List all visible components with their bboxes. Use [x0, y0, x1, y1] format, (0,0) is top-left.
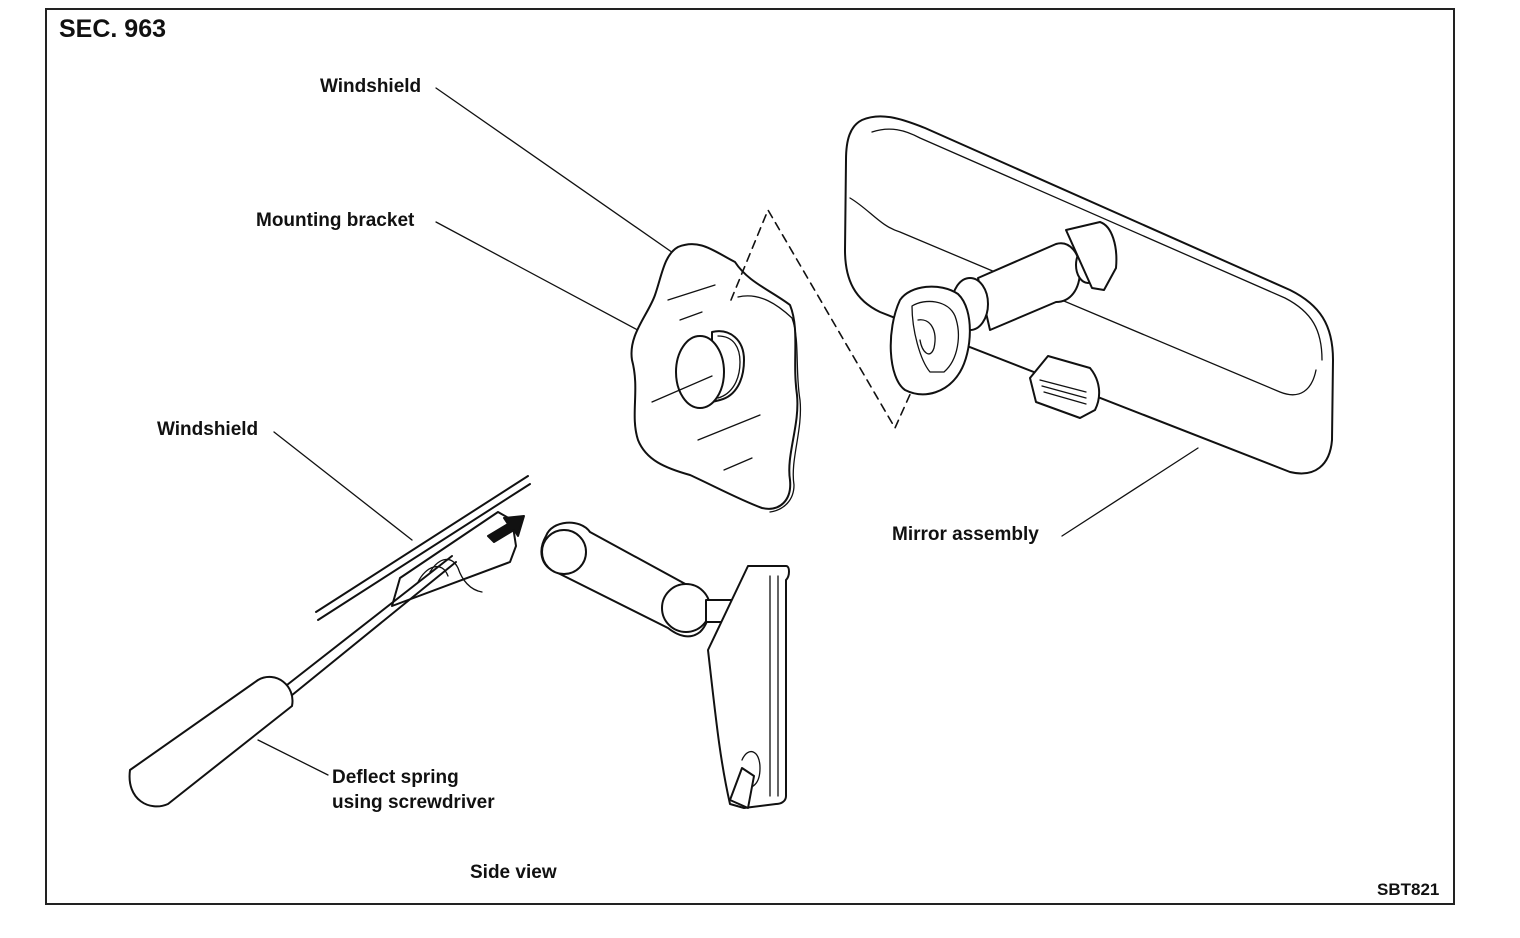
label-windshield-top: Windshield — [320, 76, 422, 97]
label-windshield-side: Windshield — [157, 419, 259, 440]
glass-reflection — [667, 284, 716, 301]
label-using-screwdriver: using screwdriver — [332, 792, 495, 813]
label-mounting-bracket: Mounting bracket — [256, 210, 415, 231]
label-side-view: Side view — [470, 862, 557, 883]
mounting-bracket — [651, 330, 745, 409]
side-view-mirror-arm — [540, 521, 741, 638]
direction-arrow — [487, 515, 525, 543]
leader-windshield-side — [273, 431, 413, 541]
label-mirror-assembly: Mirror assembly — [892, 524, 1039, 545]
leader-mirror-assembly — [1061, 447, 1199, 537]
leader-deflect-spring — [257, 739, 329, 776]
side-view-mirror-body — [707, 565, 790, 809]
side-view-windshield — [315, 475, 531, 621]
mirror-assembly-drawing — [844, 115, 1334, 475]
alignment-guide — [730, 209, 913, 429]
leader-windshield-top — [435, 87, 677, 256]
label-deflect-spring: Deflect spring — [332, 767, 459, 788]
screwdriver — [128, 555, 457, 808]
section-number: SEC. 963 — [59, 15, 167, 43]
diagram-frame — [45, 8, 1455, 905]
side-view-bracket — [391, 511, 517, 607]
figure-code: SBT821 — [1377, 880, 1440, 899]
